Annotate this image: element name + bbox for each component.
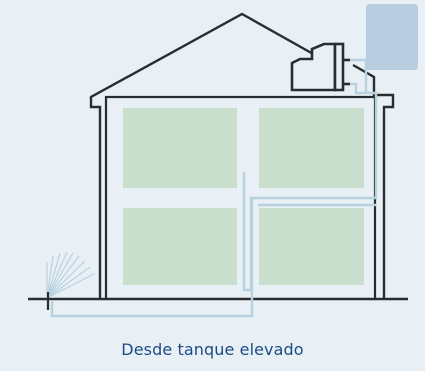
room-top-right [259,108,364,188]
garden-sprinkler-icon [46,251,95,299]
diagram-caption: Desde tanque elevado [121,340,304,359]
water-pump-icon [290,42,350,92]
house-outline-right [352,63,395,299]
elevated-tank-icon [366,4,418,70]
house-outline [89,12,316,299]
room-top-left [123,108,237,188]
room-bottom-left [123,208,237,285]
room-bottom-right [259,208,364,285]
